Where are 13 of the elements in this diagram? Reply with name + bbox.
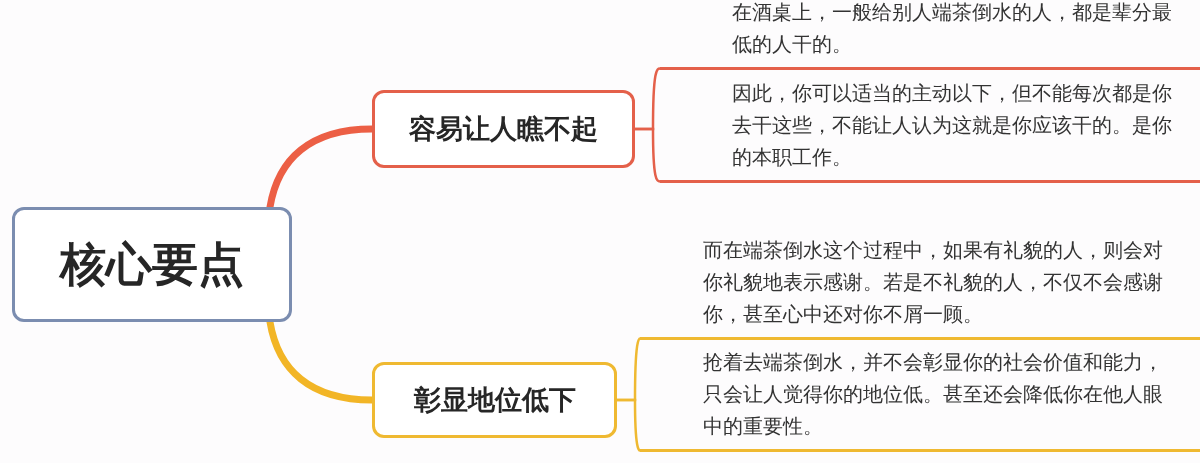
branch-topic-box xyxy=(372,90,635,168)
topic-title: 核心要点 xyxy=(60,235,244,293)
note-text: 在酒桌上，一般给别人端茶倒水的人，都是辈分最低的人干的。 xyxy=(732,0,1173,58)
note-text: 抢着去端茶倒水，并不会彰显你的社会价值和能力，只会让人觉得你的地位低。甚至还会降低你在他人眼中的重要性。 xyxy=(703,350,1164,440)
branch-connector xyxy=(633,127,662,183)
underlined-note xyxy=(660,0,1200,70)
branch-connector xyxy=(615,398,642,452)
note-text: 因此，你可以适当的主动以下，但不能每次都是你去干这些，不能让人认为这就是你应该干的。是你的本职工作。 xyxy=(732,81,1173,171)
note-text: 而在端茶倒水这个过程中，如果有礼貌的人，则会对你礼貌地表示感谢。若是不礼貌的人，不仅不会感谢你，甚至心中还对你不屑一顾。 xyxy=(703,238,1164,328)
branch-topic-box xyxy=(372,362,617,438)
topic-label: 彰显地位低下 xyxy=(413,383,576,417)
central-topic-box xyxy=(12,207,292,322)
topic-label: 容易让人瞧不起 xyxy=(409,112,598,146)
